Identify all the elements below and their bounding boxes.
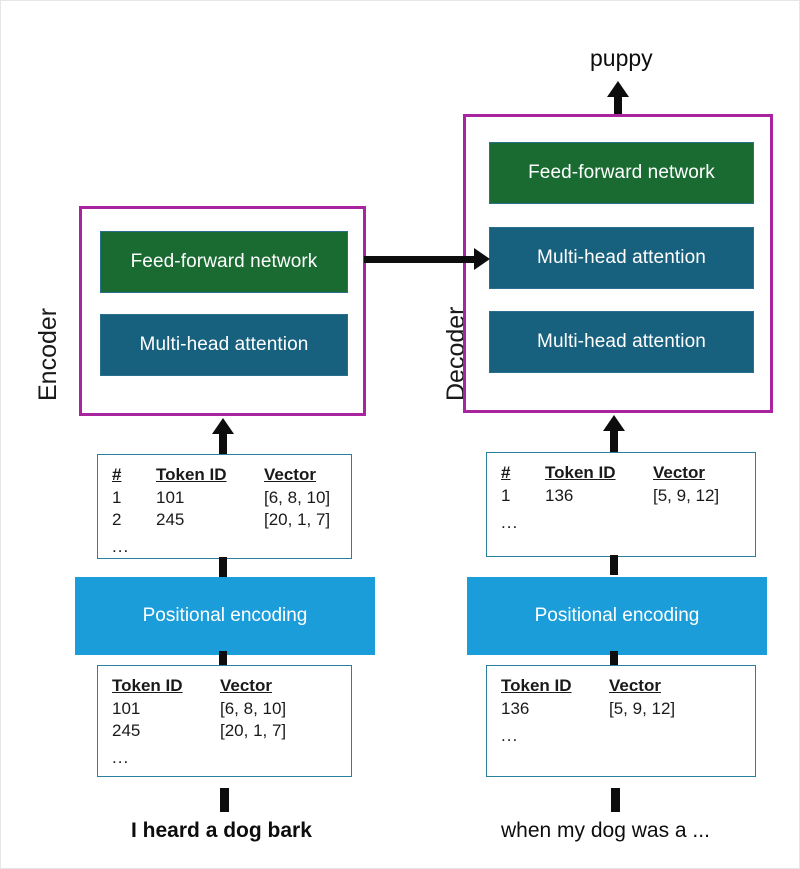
column-header-token-id: Token ID — [112, 676, 183, 695]
cell-vector: [20, 1, 7] — [264, 510, 331, 529]
table-row: 2 245 [20, 1, 7] — [112, 509, 330, 531]
decoder-posenc-top-connector — [610, 555, 618, 575]
column-header-vector: Vector — [653, 463, 705, 482]
decoder-block-label: Feed-forward network — [528, 162, 715, 183]
encoder-side-label: Encoder — [34, 307, 62, 401]
decoder-block-feed-forward-network[interactable]: Feed-forward network — [489, 142, 754, 204]
decoder-input-connector — [611, 788, 620, 812]
encoder-embedding-table: # Token ID Vector 1 101 [6, 8, 10] 2 245… — [97, 454, 352, 559]
table-row-ellipsis: ... — [112, 742, 286, 769]
decoder-block-self-attention[interactable]: Multi-head attention — [489, 311, 754, 373]
decoder-positional-encoding[interactable]: Positional encoding — [467, 577, 767, 655]
decoder-token-table: Token ID Vector 136 [5, 9, 12] ... — [486, 665, 756, 777]
decoder-output-arrow-stem — [614, 96, 622, 116]
column-header-vector: Vector — [220, 676, 272, 695]
table-row-ellipsis: ... — [501, 720, 675, 747]
encoder-block-feed-forward-network[interactable]: Feed-forward network — [100, 231, 348, 293]
cross-attention-arrow-stem — [364, 256, 480, 263]
table-header-row: # Token ID Vector — [501, 463, 719, 485]
decoder-block-cross-attention[interactable]: Multi-head attention — [489, 227, 754, 289]
table-row: 101 [6, 8, 10] — [112, 698, 286, 720]
cell-index: 1 — [501, 486, 511, 505]
table-header-row: # Token ID Vector — [112, 465, 330, 487]
cell-token-id: 101 — [112, 699, 141, 718]
cell-ellipsis: ... — [501, 726, 519, 745]
encoder-token-table: Token ID Vector 101 [6, 8, 10] 245 [20, … — [97, 665, 352, 777]
encoder-block-multi-head-attention[interactable]: Multi-head attention — [100, 314, 348, 376]
table-header-row: Token ID Vector — [112, 676, 286, 698]
table-row: 136 [5, 9, 12] — [501, 698, 675, 720]
decoder-input-text: when my dog was a ... — [501, 819, 710, 842]
decoder-output-text: puppy — [590, 45, 653, 71]
cell-ellipsis: ... — [501, 513, 519, 532]
cell-token-id: 136 — [545, 486, 574, 505]
decoder-block-label: Multi-head attention — [537, 331, 706, 352]
cell-token-id: 101 — [156, 488, 185, 507]
encoder-embedding-arrow-head — [212, 418, 234, 434]
encoder-stage-box: Feed-forward network Multi-head attentio… — [79, 206, 366, 416]
cell-index: 1 — [112, 488, 122, 507]
cross-attention-arrow-head — [474, 248, 490, 270]
cell-token-id: 245 — [156, 510, 185, 529]
column-header-token-id: Token ID — [501, 676, 572, 695]
decoder-posenc-bottom-connector — [610, 651, 618, 669]
decoder-output-arrow-head — [607, 81, 629, 97]
encoder-block-label: Multi-head attention — [139, 334, 309, 355]
table-row: 245 [20, 1, 7] — [112, 720, 286, 742]
cell-vector: [6, 8, 10] — [264, 488, 331, 507]
cell-vector: [5, 9, 12] — [609, 699, 676, 718]
encoder-positional-encoding[interactable]: Positional encoding — [75, 577, 375, 655]
cell-vector: [6, 8, 10] — [220, 699, 287, 718]
column-header-vector: Vector — [264, 465, 316, 484]
decoder-positional-encoding-label: Positional encoding — [534, 605, 700, 626]
encoder-posenc-bottom-connector — [219, 651, 227, 669]
cell-token-id: 245 — [112, 721, 141, 740]
decoder-embedding-table: # Token ID Vector 1 136 [5, 9, 12] ... — [486, 452, 756, 557]
cell-vector: [20, 1, 7] — [220, 721, 287, 740]
table-row: 1 101 [6, 8, 10] — [112, 487, 330, 509]
table-row-ellipsis: ... — [112, 531, 330, 558]
cell-ellipsis: ... — [112, 748, 130, 767]
decoder-block-label: Multi-head attention — [537, 247, 706, 268]
decoder-embedding-arrow-head — [603, 415, 625, 431]
decoder-embedding-arrow-stem — [610, 431, 618, 453]
column-header-vector: Vector — [609, 676, 661, 695]
encoder-block-label: Feed-forward network — [130, 251, 318, 272]
table-header-row: Token ID Vector — [501, 676, 675, 698]
cell-token-id: 136 — [501, 699, 530, 718]
table-row-ellipsis: ... — [501, 507, 719, 534]
cell-vector: [5, 9, 12] — [653, 486, 720, 505]
column-header-index: # — [501, 463, 511, 482]
cell-ellipsis: ... — [112, 537, 130, 556]
column-header-token-id: Token ID — [156, 465, 227, 484]
decoder-stage-box: Feed-forward network Multi-head attentio… — [463, 114, 773, 413]
encoder-positional-encoding-label: Positional encoding — [142, 605, 308, 626]
encoder-embedding-arrow-stem — [219, 433, 227, 455]
column-header-token-id: Token ID — [545, 463, 616, 482]
encoder-input-text: I heard a dog bark — [131, 819, 312, 842]
column-header-index: # — [112, 465, 122, 484]
encoder-posenc-top-connector — [219, 557, 227, 577]
encoder-input-connector — [220, 788, 229, 812]
cell-index: 2 — [112, 510, 122, 529]
table-row: 1 136 [5, 9, 12] — [501, 485, 719, 507]
